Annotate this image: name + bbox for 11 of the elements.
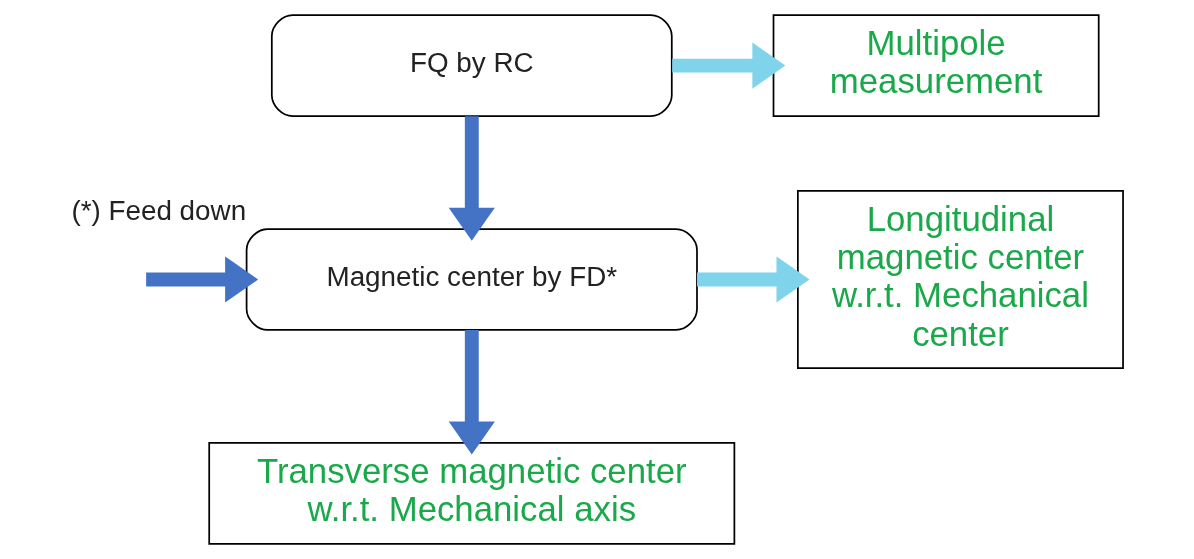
node-box: FQ by RC xyxy=(270,14,673,117)
arrow xyxy=(448,116,495,241)
node-box: Multipole measurement xyxy=(772,14,1100,117)
arrow xyxy=(697,256,810,303)
node-box: Transverse magnetic center w.r.t. Mechanical axis xyxy=(208,442,736,545)
arrow xyxy=(146,256,259,303)
arrow xyxy=(448,330,495,455)
node-box: Longitudinal magnetic center w.r.t. Mechanical center xyxy=(797,189,1124,370)
node-box: Magnetic center by FD* xyxy=(245,228,698,331)
arrow xyxy=(672,42,786,89)
node-label: (*) Feed down xyxy=(71,195,247,227)
